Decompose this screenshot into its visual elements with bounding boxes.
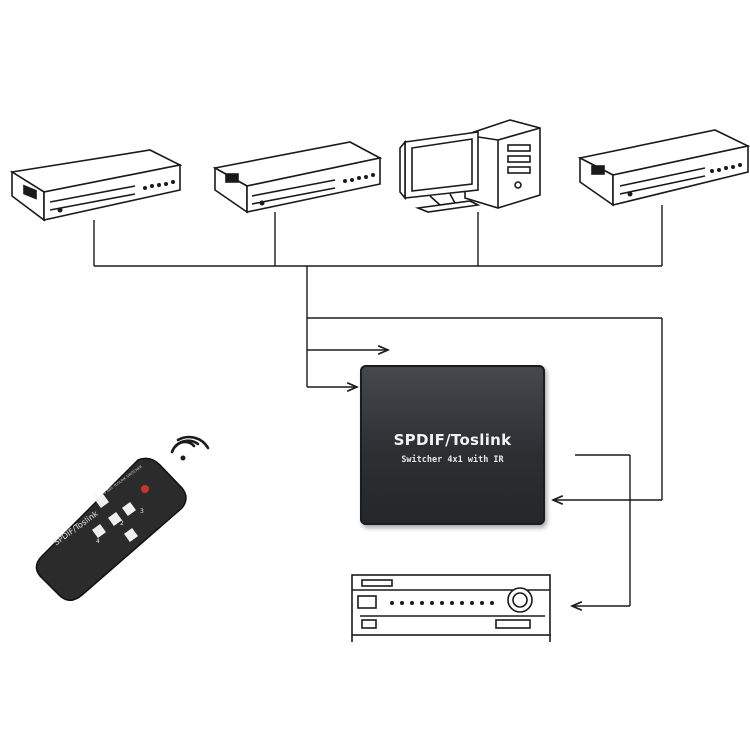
desktop-computer-icon [399,119,541,213]
dvd-player-1-icon [9,149,183,222]
switcher-title: SPDIF/Toslink [393,431,512,449]
switcher-device: SPDIF/Toslink Switcher 4x1 with IR [360,365,545,525]
dvd-player-2-icon [212,141,383,214]
remote-button-4-label: 4 [96,538,100,545]
av-receiver-icon [351,574,551,642]
wireless-signal-icon [170,435,210,461]
dvd-player-3-icon [577,129,750,207]
remote-button-1-label: 1 [94,492,98,499]
remote-button-2-label: 2 [120,520,124,527]
remote-control-icon [35,457,187,601]
connection-lines [93,205,663,606]
switcher-subtitle: Switcher 4x1 with IR [401,455,504,465]
remote-button-3-label: 3 [140,508,144,515]
